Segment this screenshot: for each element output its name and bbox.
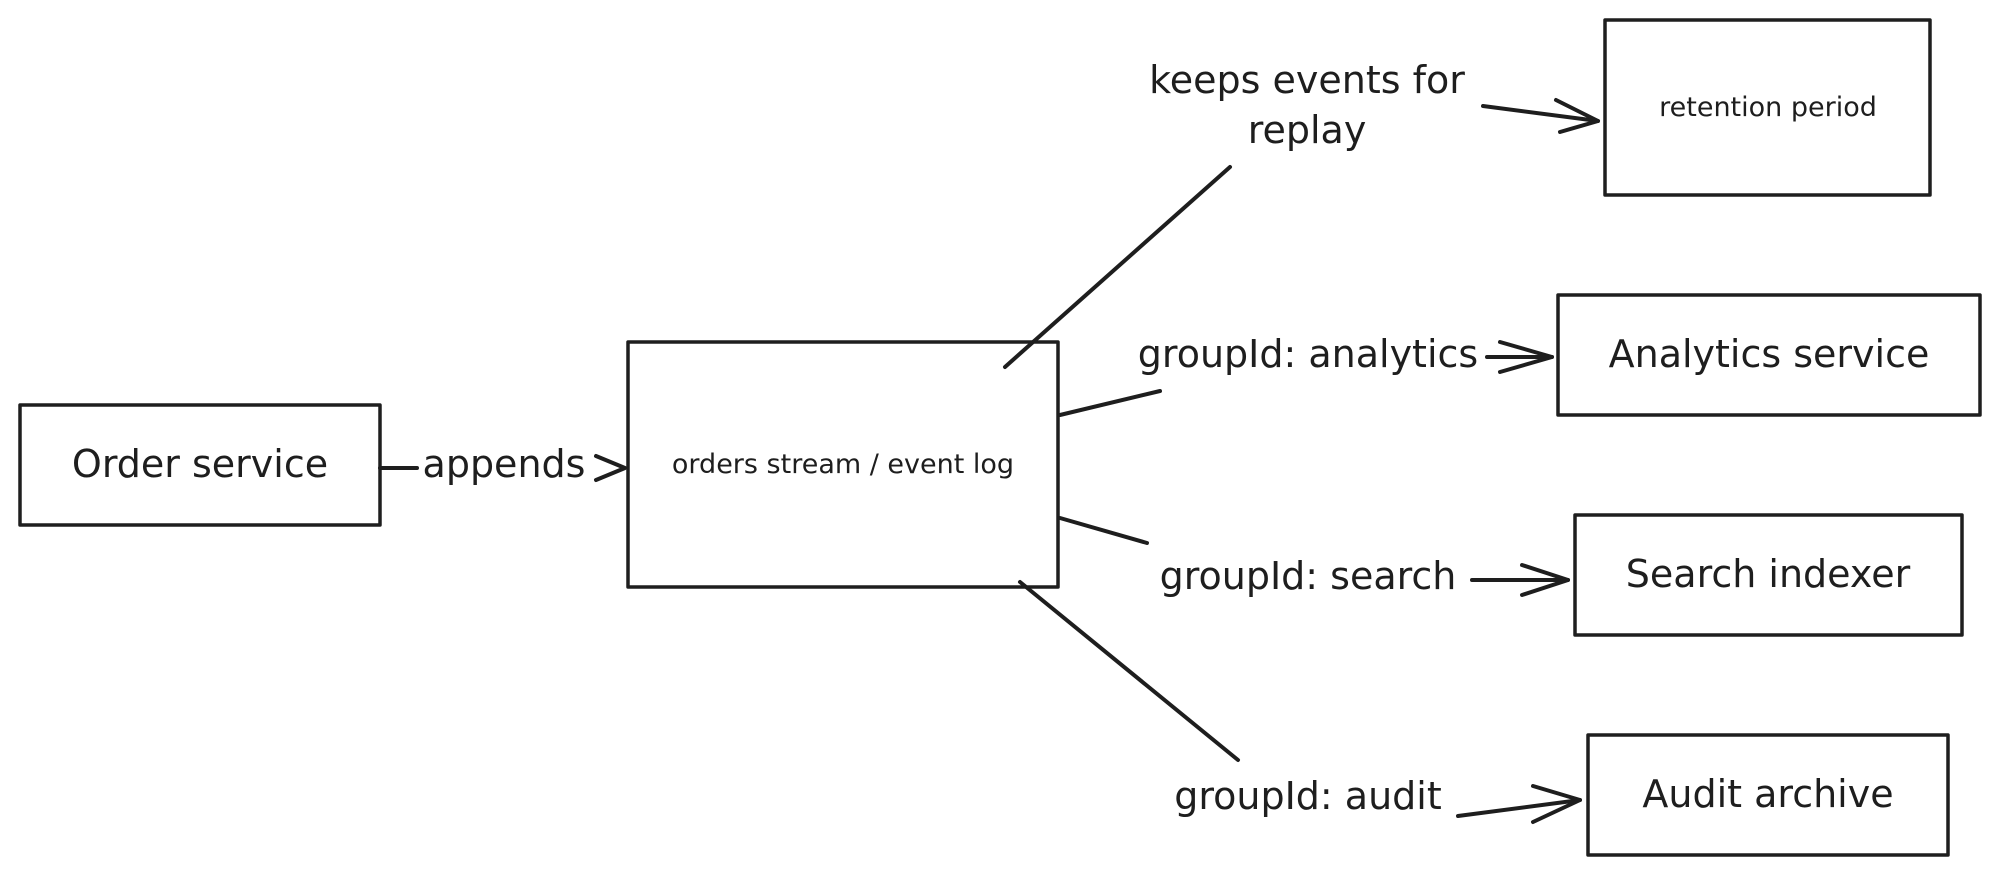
edge-retention: keeps events for replay [1003,58,1600,369]
node-retention-period[interactable]: retention period [1603,18,1932,197]
edge-group-audit: groupId: audit [1018,580,1582,824]
edge-group-search-label: groupId: search [1160,554,1457,598]
edge-group-analytics-label: groupId: analytics [1138,332,1478,376]
arrowhead-icon [1498,340,1554,374]
node-orders-stream-label: orders stream / event log [672,449,1014,480]
node-orders-stream[interactable]: orders stream / event log [626,340,1060,589]
node-search-indexer[interactable]: Search indexer [1573,513,1964,637]
edge-appends: appends [378,442,627,486]
arrowhead-icon [1520,563,1570,597]
edge-group-analytics: groupId: analytics [1058,332,1554,417]
node-audit-archive[interactable]: Audit archive [1586,733,1950,857]
node-search-indexer-label: Search indexer [1626,552,1911,596]
edge-group-search: groupId: search [1058,516,1570,598]
arrowhead-icon [594,454,627,482]
node-audit-archive-label: Audit archive [1642,772,1893,816]
edge-appends-label: appends [423,442,586,486]
node-order-service[interactable]: Order service [18,403,382,527]
node-analytics-service-label: Analytics service [1609,332,1930,376]
node-order-service-label: Order service [72,442,328,486]
arrowhead-icon [1554,98,1600,134]
node-retention-period-label: retention period [1659,92,1877,123]
edge-retention-label-line2: replay [1248,108,1367,152]
edge-group-audit-label: groupId: audit [1174,774,1442,818]
edge-retention-label-line1: keeps events for [1149,58,1465,102]
node-analytics-service[interactable]: Analytics service [1556,293,1982,417]
arrowhead-icon [1531,784,1582,824]
